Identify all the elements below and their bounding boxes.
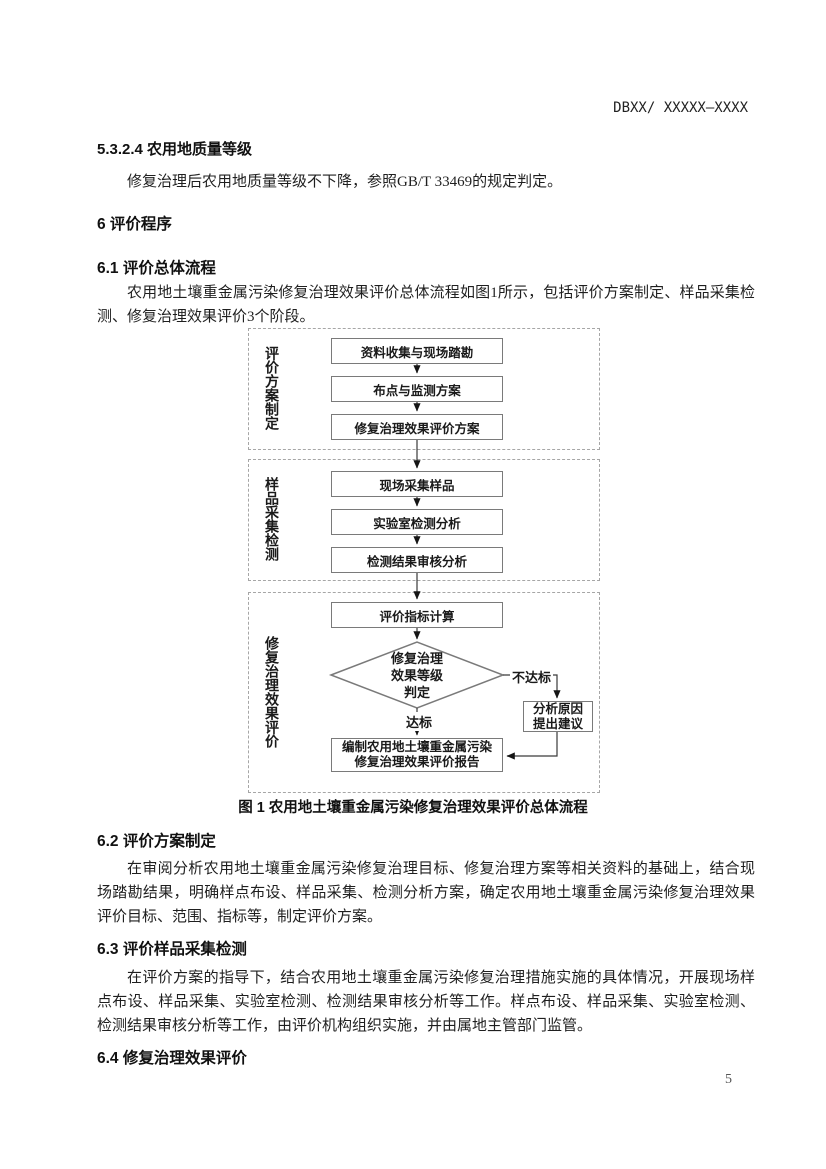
flow-box-lab-analysis: 实验室检测分析 [331, 509, 503, 535]
page-number: 5 [725, 1072, 732, 1087]
paragraph-6-1: 农用地土壤重金属污染修复治理效果评价总体流程如图1所示，包括评价方案制定、样品采… [97, 285, 755, 325]
standard-code-header: DBXX/ XXXXX—XXXX [613, 100, 748, 116]
stage-label-plan-wrap: 评价方案制定 [257, 328, 287, 448]
paragraph-5-3-2-4: 修复治理后农用地质量等级不下降，参照GB/T 33469的规定判定。 [127, 174, 563, 190]
heading-6-1: 6.1 评价总体流程 [97, 260, 216, 277]
stage-frame-evaluation [248, 592, 600, 793]
flow-box-field-sampling: 现场采集样品 [331, 471, 503, 497]
stage-label-evaluation: 修复治理效果评价 [264, 635, 280, 748]
paragraph-6-2: 在审阅分析农用地土壤重金属污染修复治理目标、修复治理方案等相关资料的基础上，结合… [97, 861, 755, 925]
branch-label-pass: 达标 [404, 712, 435, 731]
flow-box-index-calculation: 评价指标计算 [331, 602, 503, 628]
heading-6-2: 6.2 评价方案制定 [97, 833, 216, 850]
heading-5-3-2-4: 5.3.2.4 农用地质量等级 [97, 141, 253, 158]
figure-1-caption: 图 1 农用地土壤重金属污染修复治理效果评价总体流程 [238, 800, 588, 816]
decision-diamond-text: 修复治理 效果等级 判定 [390, 650, 443, 700]
heading-6-3: 6.3 评价样品采集检测 [97, 941, 247, 958]
stage-label-evaluation-wrap: 修复治理效果评价 [257, 592, 287, 791]
heading-6-4: 6.4 修复治理效果评价 [97, 1050, 247, 1067]
stage-frame-plan [248, 328, 600, 450]
stage-label-sampling-wrap: 样品采集检测 [257, 459, 287, 579]
branch-label-fail: 不达标 [510, 667, 554, 686]
flow-box-evaluation-plan: 修复治理效果评价方案 [331, 414, 503, 440]
heading-6: 6 评价程序 [97, 216, 172, 233]
flow-box-monitoring-plan: 布点与监测方案 [331, 376, 503, 402]
flow-box-analyze-causes: 分析原因 提出建议 [523, 701, 593, 732]
stage-frame-sampling [248, 459, 600, 581]
flow-box-result-review: 检测结果审核分析 [331, 547, 503, 573]
figure-1-flowchart: 评价方案制定 样品采集检测 修复治理效果评价 资料收集与现场踏勘 布点与监测方案… [246, 328, 604, 793]
flow-box-compile-report: 编制农用地土壤重金属污染 修复治理效果评价报告 [331, 738, 503, 772]
stage-label-plan: 评价方案制定 [264, 346, 280, 430]
stage-label-sampling: 样品采集检测 [264, 477, 280, 561]
flow-box-data-collection: 资料收集与现场踏勘 [331, 338, 503, 364]
paragraph-6-3: 在评价方案的指导下，结合农用地土壤重金属污染修复治理措施实施的具体情况，开展现场… [97, 970, 755, 1034]
